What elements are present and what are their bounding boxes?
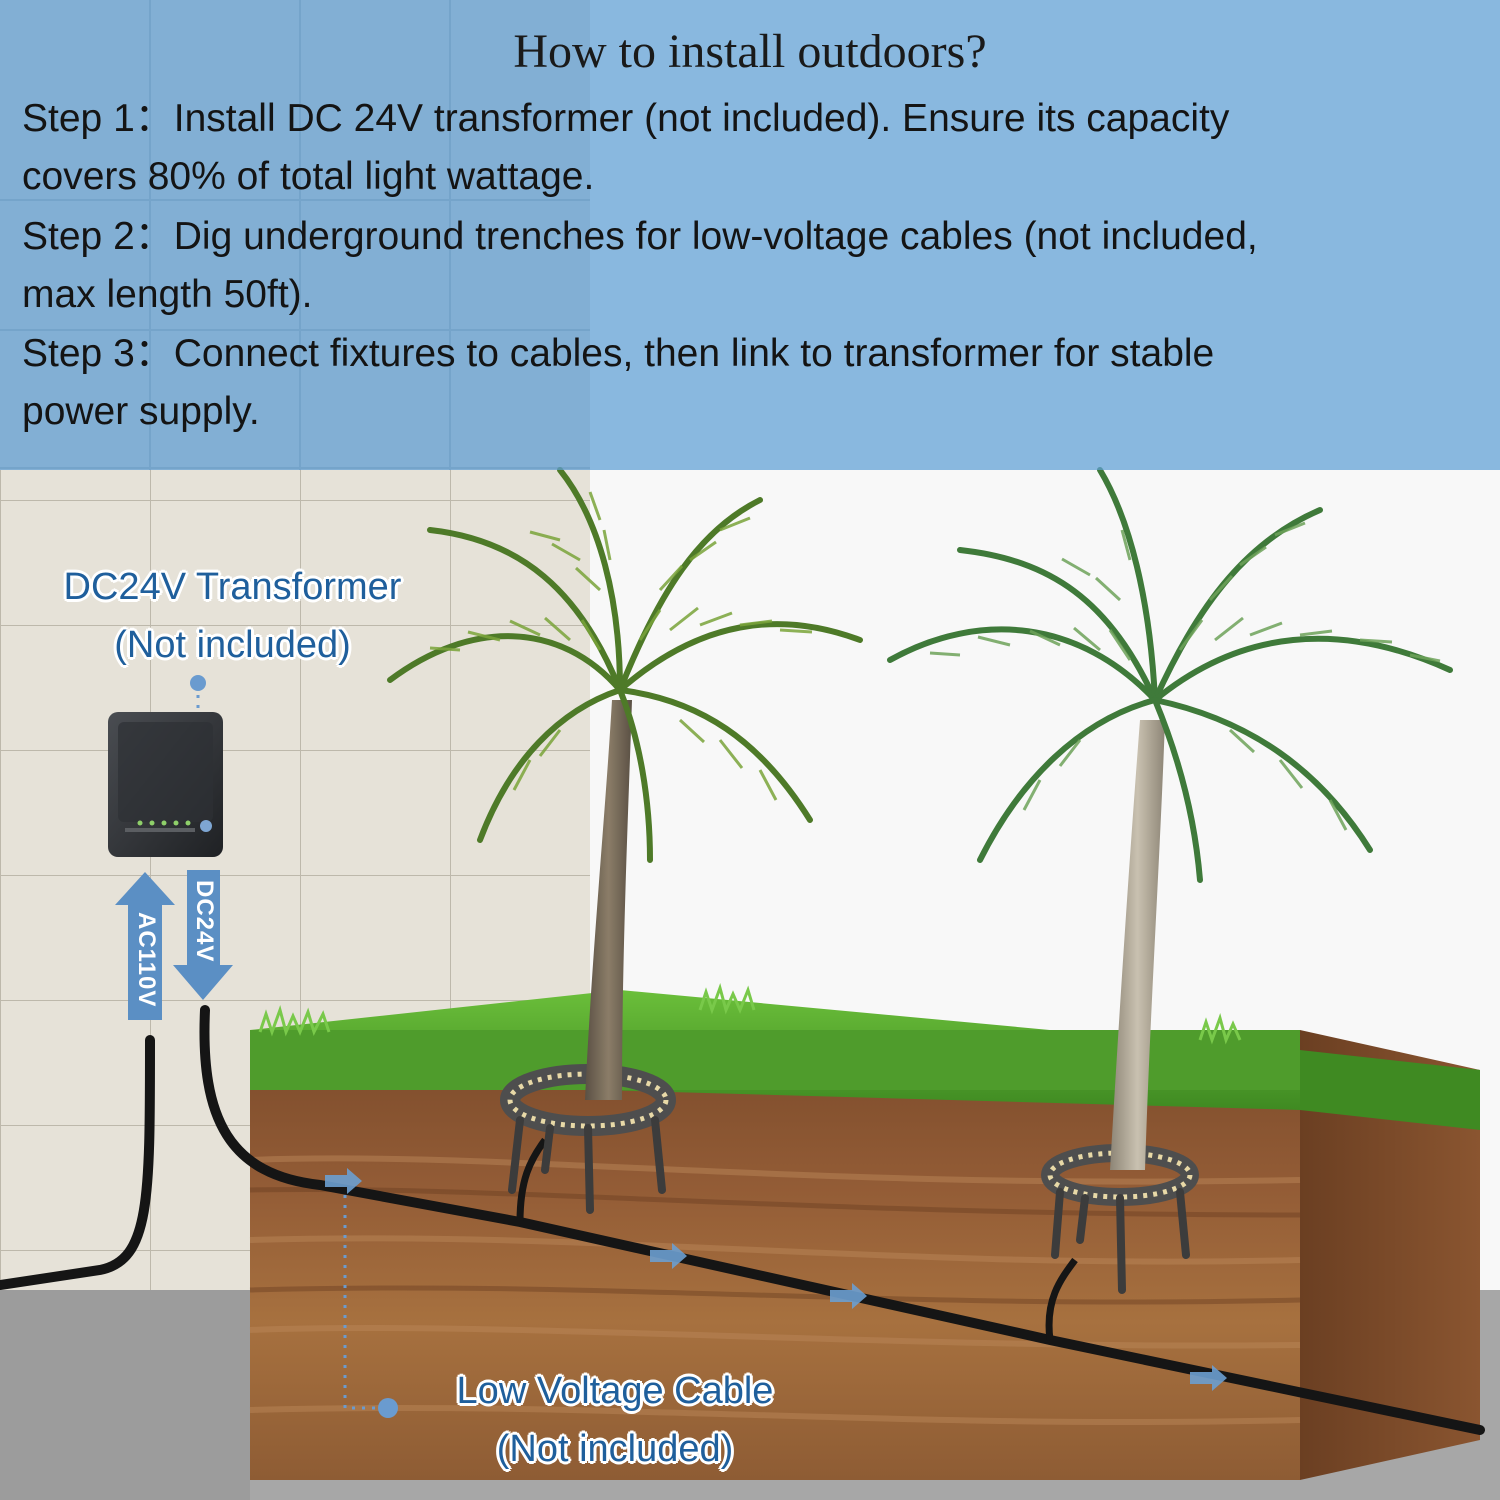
- flow-arrows: [325, 1168, 1227, 1391]
- cable-callout: Low Voltage Cable (Not included): [405, 1362, 825, 1478]
- leader-lines: [196, 685, 385, 1410]
- transformer-callout-line-1: DC24V Transformer: [63, 566, 402, 608]
- ac110v-label: AC110V: [133, 912, 160, 1008]
- soil-block: [249, 1030, 1480, 1480]
- step-3-line-1: Step 3：Connect fixtures to cables, then …: [22, 332, 1215, 375]
- cable-leader-dot: [378, 1398, 398, 1418]
- low-voltage-cable: [0, 1005, 1485, 1435]
- instructions-panel: How to install outdoors? Step 1：Install …: [0, 0, 1500, 470]
- header-overlay: [0, 0, 1500, 470]
- transformer-callout: DC24V Transformer (Not included): [20, 558, 445, 674]
- dc24v-label: DC24V: [191, 880, 218, 963]
- transformer-leader-dot: [190, 675, 206, 691]
- step-2-line-2: max length 50ft).: [22, 273, 313, 316]
- step-3-line-2: power supply.: [22, 390, 260, 433]
- cable-callout-line-1: Low Voltage Cable: [456, 1370, 774, 1412]
- page-title: How to install outdoors?: [513, 25, 987, 78]
- transformer-callout-line-2: (Not included): [114, 624, 351, 666]
- step-1-line-1: Step 1：Install DC 24V transformer (not i…: [22, 97, 1230, 140]
- step-1-line-2: covers 80% of total light wattage.: [22, 155, 595, 198]
- palm-tree-2: [887, 467, 1453, 1170]
- cable-callout-line-2: (Not included): [496, 1428, 734, 1470]
- step-2-line-1: Step 2：Dig underground trenches for low-…: [22, 215, 1258, 258]
- transformer-box: [108, 712, 223, 857]
- palm-tree-1: [387, 467, 863, 1100]
- power-arrows: [115, 870, 233, 1020]
